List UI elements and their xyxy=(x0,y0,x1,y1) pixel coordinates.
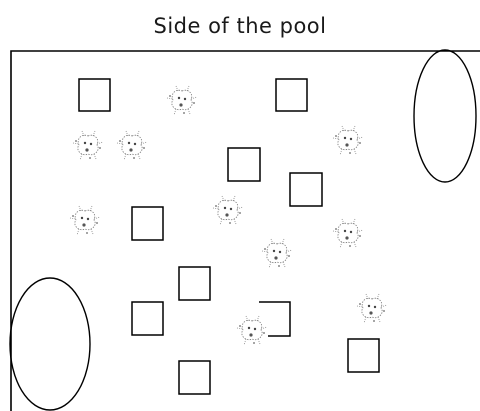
pool-item-icon xyxy=(70,206,100,235)
square-box xyxy=(228,148,260,181)
square-box xyxy=(179,361,210,394)
square-box xyxy=(290,173,322,206)
pool-item-icon xyxy=(73,131,103,160)
oval-bottom-left xyxy=(10,278,90,410)
pool-boundary xyxy=(11,51,480,411)
pool-item-icon xyxy=(237,316,267,345)
square-box xyxy=(132,302,163,335)
pool-item-icon xyxy=(333,126,363,155)
square-box xyxy=(276,79,307,111)
square-box xyxy=(79,79,110,111)
square-box xyxy=(132,207,163,240)
square-box-partial xyxy=(259,302,290,336)
pool-item-icon xyxy=(262,239,292,268)
pool-item-icon xyxy=(357,294,387,323)
square-box xyxy=(179,267,210,300)
pool-item-icon xyxy=(213,196,243,225)
pool-item-icon xyxy=(333,219,363,248)
pool-item-icon xyxy=(167,86,197,115)
oval-top-right xyxy=(414,50,476,182)
square-box xyxy=(348,339,379,372)
pool-item-icon xyxy=(117,131,147,160)
